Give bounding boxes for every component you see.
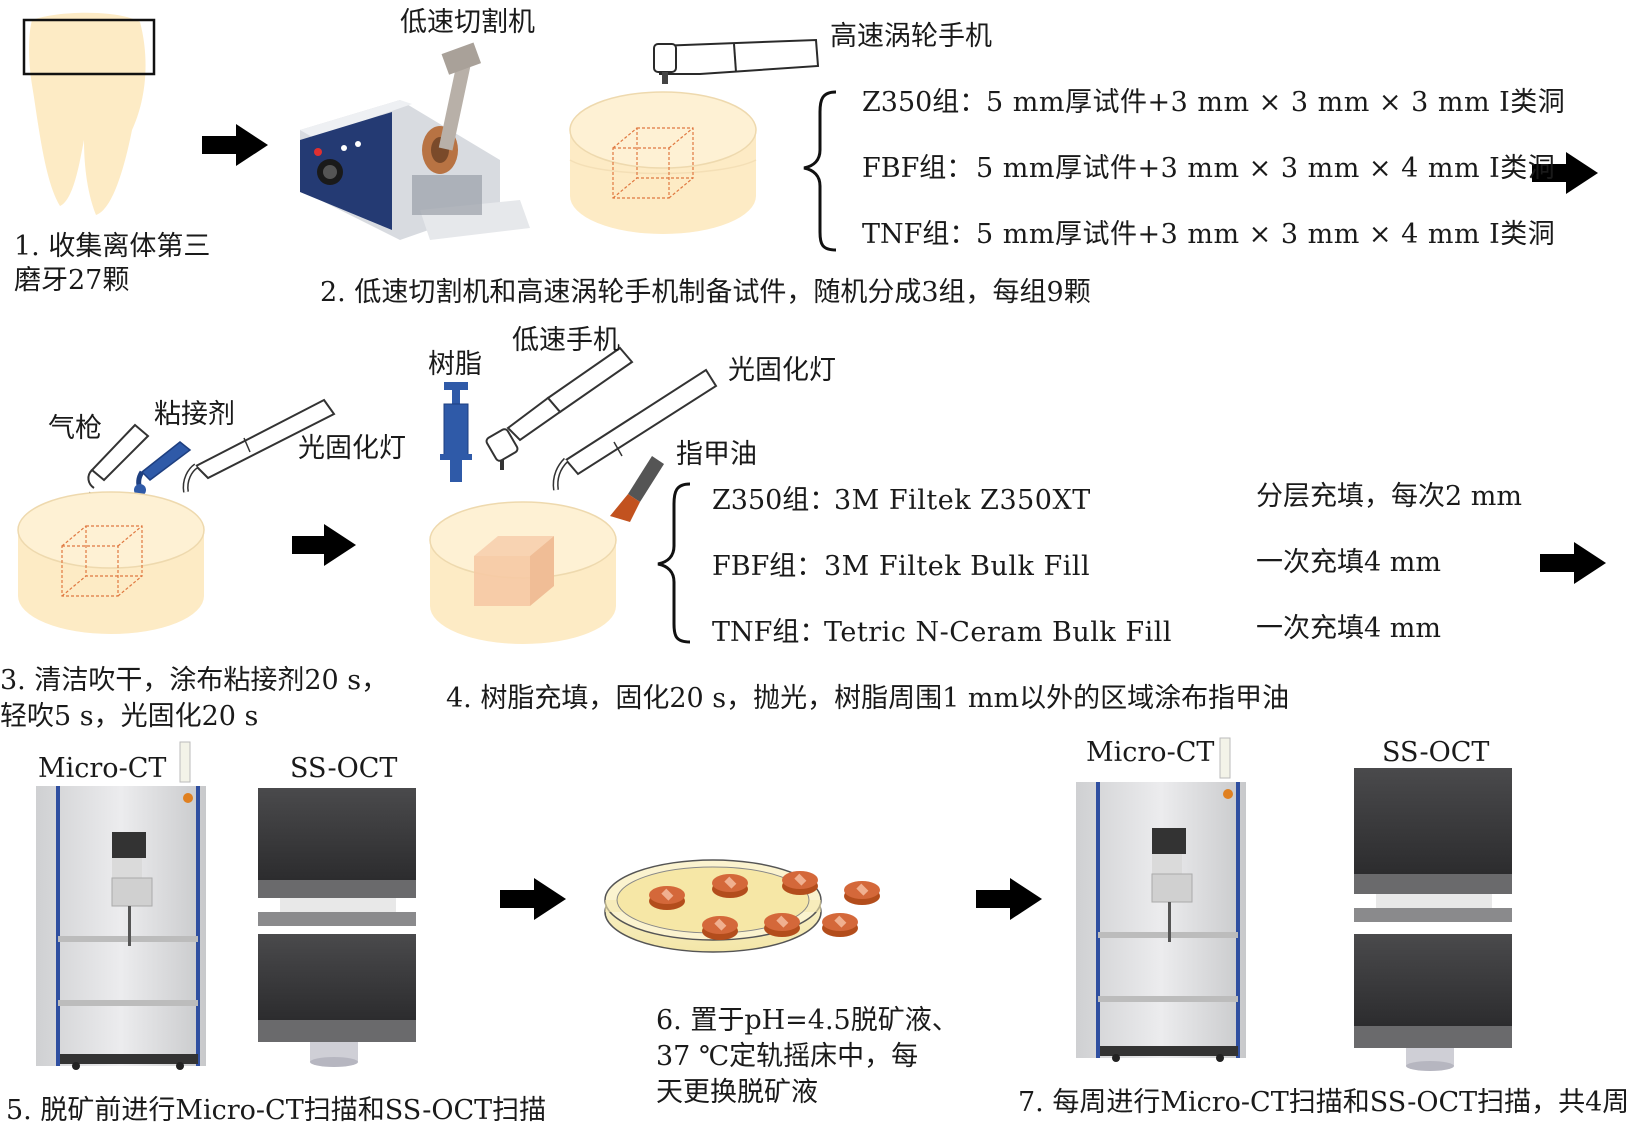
specimen-disc-step4 xyxy=(429,501,617,644)
label-micro-ct-step5: Micro-CT xyxy=(38,753,167,784)
step4-group-fbf-method: 一次充填4 mm xyxy=(1256,547,1441,578)
label-light-curing-lamp-step4: 光固化灯 xyxy=(728,355,836,386)
step2-group-z350-spec: 5 mm厚试件+3 mm × 3 mm × 3 mm Ⅰ类洞 xyxy=(986,87,1566,118)
specimen-pieces xyxy=(649,871,880,940)
step7-caption: 7. 每周进行Micro-CT扫描和SS-OCT扫描，共4周 xyxy=(1018,1087,1630,1118)
arrow-1 xyxy=(202,124,268,166)
arrow-6 xyxy=(976,878,1042,920)
label-low-speed-handpiece: 低速手机 xyxy=(512,325,620,356)
step2-group-fbf-name: FBF组： xyxy=(862,153,974,184)
label-air-gun: 气枪 xyxy=(48,413,102,444)
step6-caption-line1: 6. 置于pH=4.5脱矿液、 xyxy=(656,1005,959,1036)
specimen-disc-step2 xyxy=(569,91,757,234)
label-micro-ct-step7: Micro-CT xyxy=(1086,737,1215,768)
label-adhesive: 粘接剂 xyxy=(154,399,235,430)
label-low-speed-cutter: 低速切割机 xyxy=(400,7,535,38)
step4-group-z350-method: 分层充填，每次2 mm xyxy=(1256,481,1522,512)
cut-region-box xyxy=(22,18,156,76)
arrow-2 xyxy=(1532,152,1598,194)
ss-oct-device-step5 xyxy=(258,788,416,1067)
nail-polish-brush-illustration xyxy=(610,456,664,522)
step2-group-z350-name: Z350组： xyxy=(862,87,987,118)
arrow-4 xyxy=(1540,542,1606,584)
label-high-speed-turbine: 高速涡轮手机 xyxy=(830,21,992,52)
step6-caption-line2: 37 ℃定轨摇床中，每 xyxy=(656,1041,919,1072)
micro-ct-device-step7 xyxy=(1076,737,1246,1062)
group-brace-step4 xyxy=(657,482,691,644)
high-speed-turbine-illustration xyxy=(653,38,820,84)
label-resin: 树脂 xyxy=(428,349,482,380)
step3-caption-line2: 轻吹5 s，光固化20 s xyxy=(0,701,259,732)
step2-group-tnf-name: TNF组： xyxy=(862,219,977,250)
adhesive-applicator-illustration xyxy=(134,441,192,496)
step4-group-tnf-product: Tetric N-Ceram Bulk Fill xyxy=(824,617,1173,648)
petri-dish-illustration xyxy=(604,859,880,953)
step2-group-fbf-spec: 5 mm厚试件+3 mm × 3 mm × 4 mm Ⅰ类洞 xyxy=(976,153,1556,184)
light-curing-lamp-illustration-step3 xyxy=(182,398,336,493)
step4-group-fbf-name: FBF组： xyxy=(712,551,824,582)
tooth-illustration xyxy=(22,12,156,216)
low-speed-handpiece-illustration xyxy=(485,346,634,470)
resin-syringe-illustration xyxy=(440,382,472,482)
step4-group-tnf-name: TNF组： xyxy=(712,617,827,648)
arrow-3 xyxy=(292,524,356,566)
label-ss-oct-step7: SS-OCT xyxy=(1382,737,1490,768)
step3-caption-line1: 3. 清洁吹干，涂布粘接剂20 s， xyxy=(0,665,389,696)
step1-caption-line2: 磨牙27颗 xyxy=(14,265,130,296)
ss-oct-device-step7 xyxy=(1354,768,1512,1071)
group-brace-step2 xyxy=(803,90,837,252)
step4-group-z350-name: Z350组： xyxy=(712,485,837,516)
light-curing-lamp-illustration-step4 xyxy=(552,368,718,491)
arrow-5 xyxy=(500,878,566,920)
step5-caption: 5. 脱矿前进行Micro-CT扫描和SS-OCT扫描 xyxy=(6,1095,547,1126)
low-speed-cutter-illustration xyxy=(300,42,530,240)
step4-caption: 4. 树脂充填，固化20 s，抛光，树脂周围1 mm以外的区域涂布指甲油 xyxy=(446,683,1290,714)
label-nail-polish: 指甲油 xyxy=(676,439,757,470)
micro-ct-device-step5 xyxy=(36,741,206,1070)
step4-group-z350-product: 3M Filtek Z350XT xyxy=(834,485,1091,516)
label-ss-oct-step5: SS-OCT xyxy=(290,753,398,784)
label-light-curing-lamp-step3: 光固化灯 xyxy=(298,433,406,464)
specimen-disc-step3 xyxy=(17,491,205,634)
step2-group-tnf-spec: 5 mm厚试件+3 mm × 3 mm × 4 mm Ⅰ类洞 xyxy=(976,219,1556,250)
step1-caption-line1: 1. 收集离体第三 xyxy=(14,231,211,262)
step6-caption-line3: 天更换脱矿液 xyxy=(656,1077,818,1108)
step2-caption: 2. 低速切割机和高速涡轮手机制备试件，随机分成3组，每组9颗 xyxy=(320,277,1091,308)
step4-group-tnf-method: 一次充填4 mm xyxy=(1256,613,1441,644)
step4-group-fbf-product: 3M Filtek Bulk Fill xyxy=(824,551,1091,582)
